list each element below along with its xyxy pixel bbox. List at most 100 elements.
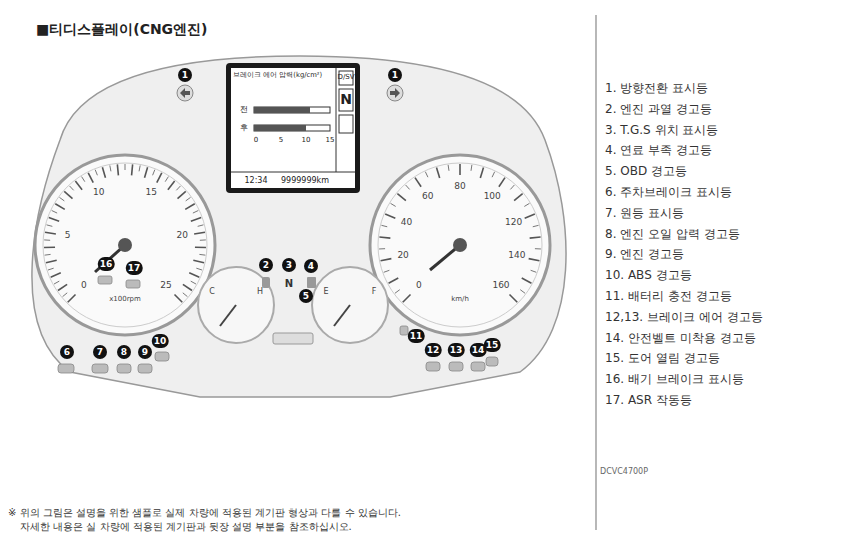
scale-number: 0 bbox=[254, 137, 258, 145]
gauge-tick bbox=[55, 204, 64, 210]
callout-number: 7 bbox=[93, 345, 107, 359]
screen-box bbox=[339, 89, 353, 111]
pressure-bar-fill bbox=[254, 125, 306, 131]
legend-item-text: 1. 방향전환 표시등 bbox=[605, 82, 708, 95]
screen-divider bbox=[231, 172, 355, 173]
gauge-tick bbox=[168, 181, 175, 190]
tachometer-number: 25 bbox=[160, 281, 171, 291]
speedometer-dial bbox=[370, 155, 550, 335]
callout-number: 1 bbox=[178, 68, 192, 82]
tachometer-number: 0 bbox=[81, 281, 87, 291]
legend-item-text: 16. 배기 브레이크 표시등 bbox=[605, 373, 744, 386]
temperature-icon bbox=[262, 277, 270, 288]
temperature-gauge bbox=[198, 267, 274, 343]
pressure-bar bbox=[254, 107, 330, 113]
gauge-tick bbox=[183, 284, 192, 290]
screen-text: 전 bbox=[240, 106, 248, 115]
callout-number: 8 bbox=[117, 345, 131, 359]
gauge-tick bbox=[379, 248, 385, 249]
gauge-tick bbox=[471, 165, 473, 171]
speedometer-number: 80 bbox=[454, 182, 465, 192]
gauge-tick bbox=[199, 254, 205, 256]
gauge-tick bbox=[45, 232, 56, 234]
fuel-gauge bbox=[312, 267, 388, 343]
gauge-tick bbox=[183, 293, 188, 297]
gauge-tick bbox=[514, 194, 523, 201]
gauge-tick bbox=[46, 260, 57, 262]
legend-item-text: 5. OBD 경고등 bbox=[605, 165, 687, 178]
gauge-tick bbox=[49, 218, 59, 222]
callout-number: 17 bbox=[126, 261, 143, 275]
gauge-tick bbox=[198, 225, 204, 226]
gauge-tick bbox=[448, 165, 450, 171]
gauge-tick bbox=[529, 259, 540, 261]
gauge-letter: C bbox=[209, 288, 215, 297]
gauge-letter: E bbox=[323, 288, 328, 297]
gauge-tick bbox=[499, 178, 505, 187]
gauge-tick bbox=[157, 173, 162, 183]
pressure-bar bbox=[254, 125, 330, 131]
fuel-needle bbox=[334, 305, 350, 326]
gauge-tick bbox=[436, 167, 439, 178]
tgs-indicator: N bbox=[285, 278, 293, 289]
turn-arrow bbox=[390, 88, 400, 98]
legend-item-text: 3. T.G.S 위치 표시등 bbox=[605, 124, 718, 137]
gauge-tick bbox=[52, 211, 57, 214]
speedometer-number: 120 bbox=[505, 218, 522, 228]
gauge-tick bbox=[480, 167, 483, 178]
gauge-tick bbox=[176, 186, 180, 190]
gauge-tick bbox=[391, 203, 396, 206]
gauge-tick bbox=[525, 214, 535, 218]
speedometer-number: 40 bbox=[401, 218, 412, 228]
scale-number: 10 bbox=[302, 137, 311, 145]
gauge-tick bbox=[193, 260, 204, 262]
pressure-bar-fill bbox=[254, 107, 310, 113]
gauge-tick bbox=[510, 185, 514, 189]
gauge-tick bbox=[191, 281, 196, 284]
gauge-tick bbox=[524, 203, 529, 206]
callout-number: 2 bbox=[259, 258, 273, 272]
gauge-tick bbox=[425, 172, 428, 177]
legend-item-text: 10. ABS 경고등 bbox=[605, 269, 692, 282]
tachometer-dial bbox=[35, 155, 215, 335]
callout-number: 11 bbox=[408, 329, 425, 343]
cluster-housing bbox=[32, 56, 566, 397]
turn-signal-lamp bbox=[177, 85, 193, 101]
gauge-tick bbox=[44, 246, 55, 248]
gauge-tick bbox=[44, 239, 50, 240]
speedometer-number: 100 bbox=[484, 192, 501, 202]
page-title: ■티디스플레이(CNG엔진) bbox=[36, 22, 208, 37]
legend-item-text: 11. 배터리 충전 경고등 bbox=[605, 290, 732, 303]
gauge-tick bbox=[110, 165, 111, 171]
callout-number: 12 bbox=[425, 343, 442, 357]
gauge-tick bbox=[389, 278, 399, 283]
needle-hub bbox=[118, 238, 132, 252]
callout-number: 9 bbox=[138, 345, 152, 359]
gauge-tick bbox=[48, 268, 54, 270]
tachometer-number: 20 bbox=[177, 231, 188, 241]
gauge-tick bbox=[385, 214, 395, 218]
legend-item-text: 17. ASR 작동등 bbox=[605, 394, 692, 407]
gauge-tick bbox=[70, 186, 74, 190]
screen-text: 후 bbox=[240, 124, 248, 133]
gauge-tick bbox=[185, 204, 194, 210]
legend-item-text: 4. 연료 부족 경고등 bbox=[605, 144, 712, 157]
tachometer-number: 15 bbox=[146, 188, 157, 198]
gauge-tick bbox=[82, 177, 85, 182]
tachometer-number: 10 bbox=[93, 188, 104, 198]
gauge-tick bbox=[395, 290, 400, 294]
callout-number: 4 bbox=[304, 259, 318, 273]
gauge-tick bbox=[59, 197, 64, 201]
gauge-tick bbox=[165, 177, 168, 182]
gauge-tick bbox=[522, 278, 532, 283]
gauge-tick bbox=[125, 164, 126, 170]
gauge-tick bbox=[533, 225, 539, 226]
gauge-tick bbox=[530, 237, 541, 238]
callout-number: 16 bbox=[98, 257, 115, 271]
gauge-tick bbox=[47, 225, 53, 226]
gauge-tick bbox=[196, 268, 202, 270]
gauge-tick bbox=[64, 191, 72, 198]
screen-box bbox=[339, 115, 353, 133]
gauge-tick bbox=[403, 294, 411, 302]
gauge-tick bbox=[406, 185, 410, 189]
